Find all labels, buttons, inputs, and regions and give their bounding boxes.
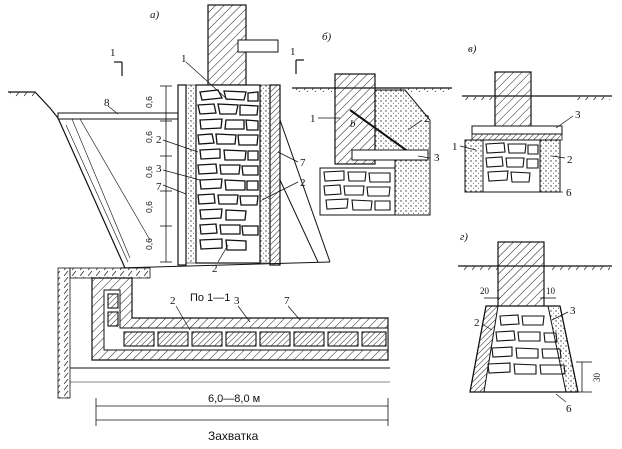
callout-v-3: 3 (575, 109, 581, 121)
vdim-2: 0,6 (144, 131, 154, 143)
callout-g-3: 3 (570, 305, 576, 317)
dim-g-bottom: 30 (592, 373, 602, 383)
vdim-3: 0,6 (144, 166, 154, 178)
vdim-4: 0,6 (144, 201, 154, 213)
vdim-1: 0,6 (144, 96, 154, 108)
view-v-label: в) (468, 43, 477, 55)
callout-b-1: 1 (310, 113, 316, 125)
view-g-label: г) (460, 231, 468, 243)
callout-a-2: 2 (156, 134, 162, 146)
view-a: а) 1 1 1 8 2 3 7 7 2 2 0,6 0,6 0,6 0,6 0… (8, 4, 331, 275)
callout-g-6: 6 (566, 403, 572, 415)
view-a-label: а) (150, 9, 160, 21)
view-b-label: б) (322, 31, 332, 43)
vdim-5: 0,6 (144, 238, 154, 250)
callout-a-2-bottom: 2 (212, 263, 218, 275)
callout-a-7-right: 7 (300, 157, 306, 169)
callout-plan-3: 3 (234, 295, 240, 307)
dim-g-left: 20 (480, 286, 490, 296)
callout-a-2-right: 2 (300, 177, 306, 189)
callout-b-b: b (350, 118, 356, 130)
callout-a-1: 1 (181, 53, 187, 65)
callout-b-2: 2 (424, 113, 430, 125)
view-g: г) 20 10 30 2 3 6 (458, 231, 612, 415)
callout-v-6: 6 (566, 187, 572, 199)
callout-v-1: 1 (452, 141, 458, 153)
callout-v-2: 2 (567, 154, 573, 166)
callout-a-3: 3 (156, 163, 162, 175)
section-mark-right: 1 (290, 46, 296, 58)
plan-caption: По 1—1 (190, 292, 230, 304)
view-b: б) 1 b 2 3 (292, 31, 452, 216)
callout-b-3: 3 (434, 152, 440, 164)
span-dimension: 6,0—8,0 м (208, 393, 260, 405)
callout-plan-7: 7 (284, 295, 290, 307)
callout-a-7-left: 7 (156, 181, 162, 193)
callout-a-8: 8 (104, 97, 110, 109)
section-mark-left: 1 (110, 47, 116, 59)
plan-section: По 1—1 2 3 7 6,0—8,0 м Захватка (57, 267, 390, 443)
callout-g-2: 2 (474, 317, 480, 329)
callout-plan-2: 2 (170, 295, 176, 307)
dim-g-right: 10 (546, 286, 556, 296)
zakhvatka-label: Захватка (208, 429, 259, 443)
view-v: в) 1 3 2 6 (452, 43, 612, 199)
